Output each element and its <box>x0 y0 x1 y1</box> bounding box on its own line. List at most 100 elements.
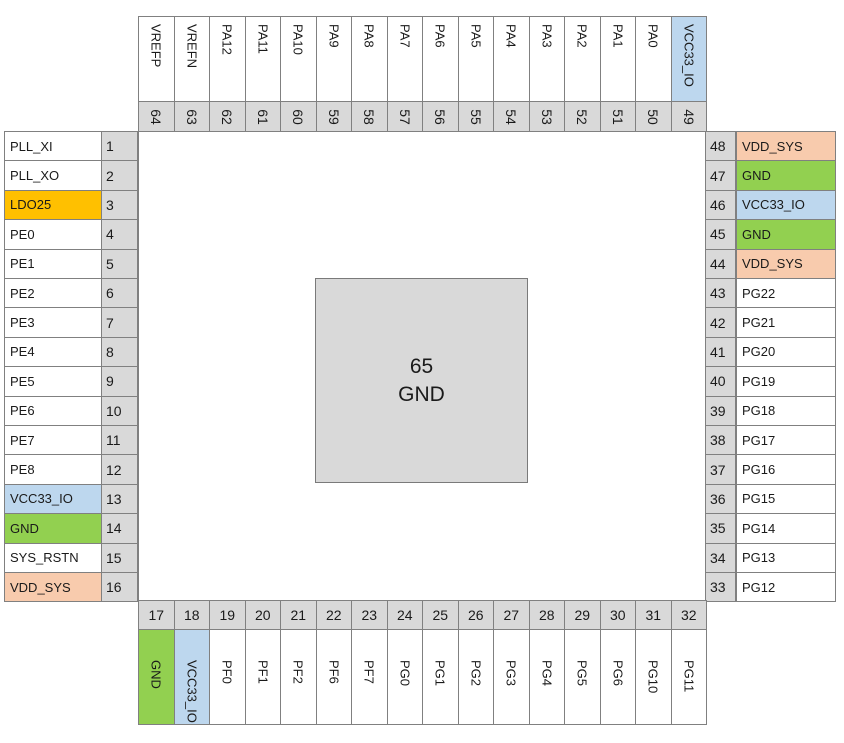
pin-label-57: PA7 <box>386 16 423 102</box>
pin-label-30: PG6 <box>599 629 636 725</box>
pin-label-5: PE1 <box>4 248 102 279</box>
pin-number-4: 4 <box>101 219 138 250</box>
pin-label-text-18: VCC33_IO <box>184 660 200 723</box>
pin-number-62: 62 <box>209 101 246 132</box>
pin-number-57: 57 <box>386 101 423 132</box>
pin-label-41: PG20 <box>736 336 836 368</box>
pin-label-51: PA1 <box>599 16 636 102</box>
pin-number-22: 22 <box>315 600 352 630</box>
pin-number-text-57: 57 <box>396 108 413 125</box>
pin-number-5: 5 <box>101 248 138 279</box>
pin-label-21: PF2 <box>280 629 317 725</box>
pin-label-4: PE0 <box>4 219 102 250</box>
pin-label-53: PA3 <box>528 16 565 102</box>
pin-label-8: PE4 <box>4 336 102 368</box>
pin-label-54: PA4 <box>493 16 530 102</box>
pin-number-text-53: 53 <box>538 108 555 125</box>
pin-number-13: 13 <box>101 483 138 515</box>
pin-label-14: GND <box>4 513 102 544</box>
pin-label-text-28: PG4 <box>539 660 555 687</box>
pin-label-50: PA0 <box>635 16 672 102</box>
pin-label-37: PG16 <box>736 454 836 485</box>
pin-label-15: SYS_RSTN <box>4 542 102 573</box>
pin-label-text-27: PG3 <box>503 660 519 687</box>
pin-label-34: PG13 <box>736 542 836 573</box>
pin-number-63: 63 <box>173 101 210 132</box>
pin-label-45: GND <box>736 219 836 250</box>
pin-label-36: PG15 <box>736 483 836 515</box>
pin-label-58: PA8 <box>351 16 388 102</box>
pin-label-48: VDD_SYS <box>736 131 836 162</box>
pin-label-6: PE2 <box>4 278 102 309</box>
pin-label-12: PE8 <box>4 454 102 485</box>
pin-number-21: 21 <box>280 600 317 630</box>
pin-label-11: PE7 <box>4 425 102 456</box>
pin-label-9: PE5 <box>4 366 102 397</box>
pin-number-2: 2 <box>101 160 138 191</box>
pin-number-33: 33 <box>705 572 736 603</box>
pin-label-text-31: PG10 <box>645 660 661 694</box>
pin-label-10: PE6 <box>4 395 102 426</box>
pin-label-60: PA10 <box>280 16 317 102</box>
pin-number-40: 40 <box>705 366 736 397</box>
pin-number-47: 47 <box>705 160 736 191</box>
pin-label-61: PA11 <box>244 16 281 102</box>
pin-number-26: 26 <box>457 600 494 630</box>
pin-label-text-54: PA4 <box>503 24 519 48</box>
pin-number-23: 23 <box>351 600 388 630</box>
center-pad-number: 65 <box>409 354 434 378</box>
pin-label-text-56: PA6 <box>432 24 448 48</box>
pin-number-41: 41 <box>705 336 736 368</box>
pin-label-text-20: PF1 <box>255 660 271 684</box>
pin-number-7: 7 <box>101 307 138 338</box>
pin-label-20: PF1 <box>244 629 281 725</box>
pin-label-24: PG0 <box>386 629 423 725</box>
center-pad-name: GND <box>398 382 445 406</box>
pin-label-42: PG21 <box>736 307 836 338</box>
pin-label-31: PG10 <box>635 629 672 725</box>
pin-number-58: 58 <box>351 101 388 132</box>
pin-label-18: VCC33_IO <box>173 629 210 725</box>
pin-label-text-53: PA3 <box>539 24 555 48</box>
pin-label-16: VDD_SYS <box>4 572 102 603</box>
pin-label-64: VREFP <box>138 16 175 102</box>
pin-label-text-59: PA9 <box>326 24 342 48</box>
pin-label-text-60: PA10 <box>290 24 306 55</box>
pin-number-36: 36 <box>705 483 736 515</box>
pin-label-43: PG22 <box>736 278 836 309</box>
pin-number-1: 1 <box>101 131 138 162</box>
pin-label-23: PF7 <box>351 629 388 725</box>
pin-number-12: 12 <box>101 454 138 485</box>
pin-number-text-55: 55 <box>467 108 484 125</box>
pin-number-56: 56 <box>422 101 459 132</box>
pin-number-34: 34 <box>705 542 736 573</box>
pin-number-54: 54 <box>493 101 530 132</box>
pin-number-38: 38 <box>705 425 736 456</box>
pin-label-44: VDD_SYS <box>736 248 836 279</box>
pin-label-26: PG2 <box>457 629 494 725</box>
pin-number-35: 35 <box>705 513 736 544</box>
pin-label-text-24: PG0 <box>397 660 413 687</box>
pin-number-text-54: 54 <box>503 108 520 125</box>
pin-number-text-63: 63 <box>183 108 200 125</box>
pin-number-9: 9 <box>101 366 138 397</box>
pin-label-text-32: PG11 <box>681 660 697 693</box>
pin-label-46: VCC33_IO <box>736 189 836 221</box>
pin-number-text-60: 60 <box>290 108 307 125</box>
pin-number-51: 51 <box>599 101 636 132</box>
pin-label-19: PF0 <box>209 629 246 725</box>
pin-label-text-57: PA7 <box>397 24 413 48</box>
pin-number-44: 44 <box>705 248 736 279</box>
pin-number-text-50: 50 <box>645 108 662 125</box>
pin-number-17: 17 <box>138 600 175 630</box>
pin-label-33: PG12 <box>736 572 836 603</box>
pin-label-3: LDO25 <box>4 189 102 221</box>
pin-number-15: 15 <box>101 542 138 573</box>
pin-label-28: PG4 <box>528 629 565 725</box>
pin-label-text-22: PF6 <box>326 660 342 684</box>
pin-label-text-26: PG2 <box>468 660 484 687</box>
pin-label-text-64: VREFP <box>148 24 164 68</box>
pin-label-text-17: GND <box>148 660 164 689</box>
pin-label-text-61: PA11 <box>255 24 271 54</box>
pin-label-1: PLL_XI <box>4 131 102 162</box>
